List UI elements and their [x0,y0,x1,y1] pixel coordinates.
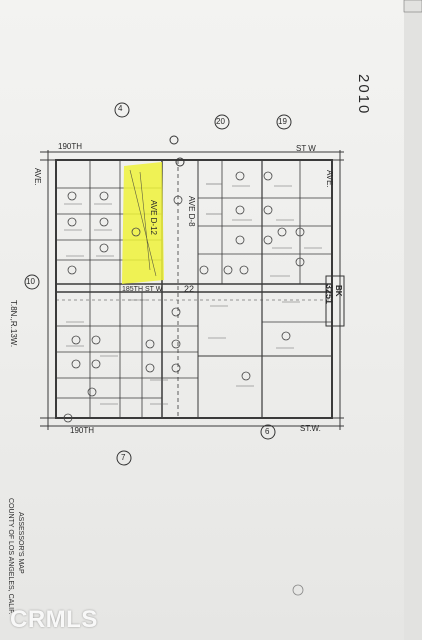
map-title-line-1: ASSESSOR'S MAP [17,512,24,574]
road-label-north-right: ST W [296,144,316,153]
section-circles [24,102,292,466]
road-label-middle: 185TH ST W [122,286,163,293]
map-title-line-2: COUNTY OF LOS ANGELES, CALIF. [7,498,14,615]
road-label-south-left: 190TH [70,426,95,435]
page-edge [404,0,422,640]
township-range: T.8N.,R.13W. [9,300,18,348]
page-number: 2010 [355,74,372,116]
section-number-10: 10 [26,277,35,286]
road-label-ave-d8: AVE D-8 [187,196,196,227]
road-label-east-ave: AVE. [325,170,334,188]
small-annotations [64,183,322,405]
center-number: 22 [184,284,195,294]
corner-circle [292,584,304,596]
parcel-number-circles [63,171,305,423]
section-number-19: 19 [278,117,287,126]
corner-mark [403,0,422,13]
section-number-7: 7 [121,453,126,462]
book-box [325,275,345,327]
road-label-west-ave: AVE. [33,168,42,186]
section-number-6: 6 [265,427,270,436]
road-label-north-left: 190TH [58,142,83,151]
road-label-ave-d12: AVE D-12 [149,200,158,235]
section-number-20: 20 [216,117,225,126]
road-label-south-right: ST.W. [300,424,321,433]
book-number: 3251 [324,284,334,305]
section-number-4: 4 [118,104,123,113]
watermark: CRMLS [10,606,98,633]
book-label: BK [334,285,343,297]
